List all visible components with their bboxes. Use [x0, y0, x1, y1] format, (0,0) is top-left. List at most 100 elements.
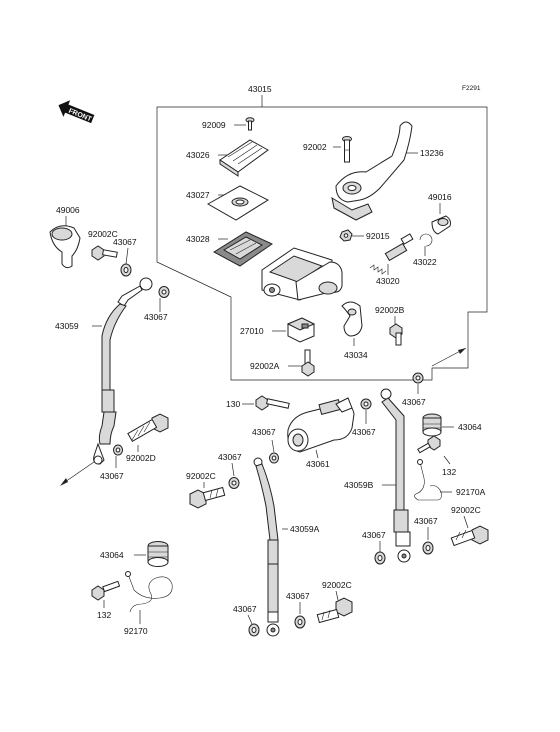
label-43067-j: 43067 [233, 604, 257, 614]
label-43067-c: 43067 [402, 397, 426, 407]
bolt-92002C-a [91, 245, 118, 261]
brake-hose-43059A [253, 457, 280, 637]
label-92002C-d: 92002C [322, 580, 352, 590]
label-92170: 92170 [124, 626, 148, 636]
label-132-a: 132 [442, 467, 456, 477]
label-43067-e: 43067 [352, 427, 376, 437]
front-arrow-icon: FRONT [58, 100, 95, 123]
washer-43067-d [269, 452, 279, 464]
leader-43067-j [247, 614, 253, 625]
boot-49016 [431, 215, 451, 235]
washer-43067-b [158, 286, 170, 298]
diaphragm-43028 [213, 231, 274, 267]
washer-43067-f [422, 541, 434, 555]
label-43067-k: 43067 [286, 591, 310, 601]
brake-lever-13236 [331, 121, 413, 221]
bolt-92002-top [342, 136, 352, 163]
label-27010: 27010 [240, 326, 264, 336]
label-92002-top: 92002 [303, 142, 327, 152]
label-43034: 43034 [344, 350, 368, 360]
clamp-92170 [125, 571, 173, 613]
reservoir-43064-b [147, 541, 169, 567]
label-43067-a: 43067 [113, 237, 137, 247]
label-92002A: 92002A [250, 361, 280, 371]
bolt-132-b [91, 580, 121, 601]
label-92002C-a: 92002C [88, 229, 118, 239]
connector-arrow-lower-icon [60, 478, 68, 486]
piston-43020 [369, 233, 414, 275]
label-43015: 43015 [248, 84, 272, 94]
connector-arrow-icon [458, 348, 466, 354]
label-49016: 49016 [428, 192, 452, 202]
screw-92009 [245, 117, 255, 131]
clamp-43034 [341, 301, 363, 337]
label-92002D: 92002D [126, 453, 156, 463]
label-43027: 43027 [186, 190, 210, 200]
master-cylinder-body [261, 247, 343, 301]
leader-43067-a [125, 247, 129, 265]
label-43028: 43028 [186, 234, 210, 244]
washer-43067-e [360, 398, 372, 410]
bolt-92002C-d [316, 597, 353, 624]
brake-hose-43059B [380, 388, 411, 563]
label-43067-b: 43067 [144, 312, 168, 322]
bolt-132-a [417, 435, 441, 454]
washer-43067-j [248, 623, 260, 637]
label-43064-a: 43064 [458, 422, 482, 432]
label-132-b: 132 [97, 610, 111, 620]
bolt-92002C-b [450, 525, 489, 547]
label-43022: 43022 [413, 257, 437, 267]
label-43059: 43059 [55, 321, 79, 331]
label-43020: 43020 [376, 276, 400, 286]
label-43067-f: 43067 [414, 516, 438, 526]
label-92002C-c: 92002C [186, 471, 216, 481]
washer-43067-a [120, 263, 132, 277]
bolt-130 [255, 395, 290, 411]
circlip-43022 [419, 233, 433, 247]
diagram-code: F2291 [462, 85, 481, 92]
nut-92015 [339, 229, 353, 242]
leader-92002C-d [335, 590, 339, 601]
label-43067-i: 43067 [218, 452, 242, 462]
label-43059A: 43059A [290, 524, 320, 534]
leader-132-a [443, 455, 451, 465]
label-92002B: 92002B [375, 305, 405, 315]
washer-43067-c [412, 372, 424, 384]
label-92002C-b: 92002C [451, 505, 481, 515]
label-43059B: 43059B [344, 480, 374, 490]
label-92170A: 92170A [456, 487, 486, 497]
leader-43067-d [271, 439, 275, 453]
bolt-92002A [301, 349, 315, 377]
diaphragm-plate-43027 [206, 185, 270, 221]
washer-43067-i [228, 477, 240, 489]
cover-49006 [49, 225, 81, 269]
label-92009: 92009 [202, 120, 226, 130]
assembly-43015-outline [156, 106, 488, 381]
connector-arrow-line-lower [61, 461, 95, 485]
switch-27010 [286, 317, 316, 343]
label-43067-d: 43067 [252, 427, 276, 437]
clamp-92170A [414, 459, 442, 501]
label-43067-h: 43067 [100, 471, 124, 481]
label-43064-b: 43064 [100, 550, 124, 560]
label-92015: 92015 [366, 231, 390, 241]
label-13236: 13236 [420, 148, 444, 158]
label-43026: 43026 [186, 150, 210, 160]
leader-43061 [315, 449, 319, 459]
brake-hose-43059 [93, 277, 153, 465]
washer-43067-k [294, 615, 306, 629]
washer-43067-h [113, 444, 123, 456]
label-43067-g: 43067 [362, 530, 386, 540]
reservoir-cap-43026 [219, 139, 269, 177]
label-130: 130 [226, 399, 240, 409]
label-43061: 43061 [306, 459, 330, 469]
label-49006: 49006 [56, 205, 80, 215]
leader-43067-i [231, 462, 235, 477]
bolt-92002D [127, 413, 169, 443]
reservoir-43064-a [422, 413, 442, 437]
leader-92002C-b [463, 515, 469, 529]
washer-43067-g [374, 551, 386, 565]
bolt-92002B [389, 323, 403, 346]
